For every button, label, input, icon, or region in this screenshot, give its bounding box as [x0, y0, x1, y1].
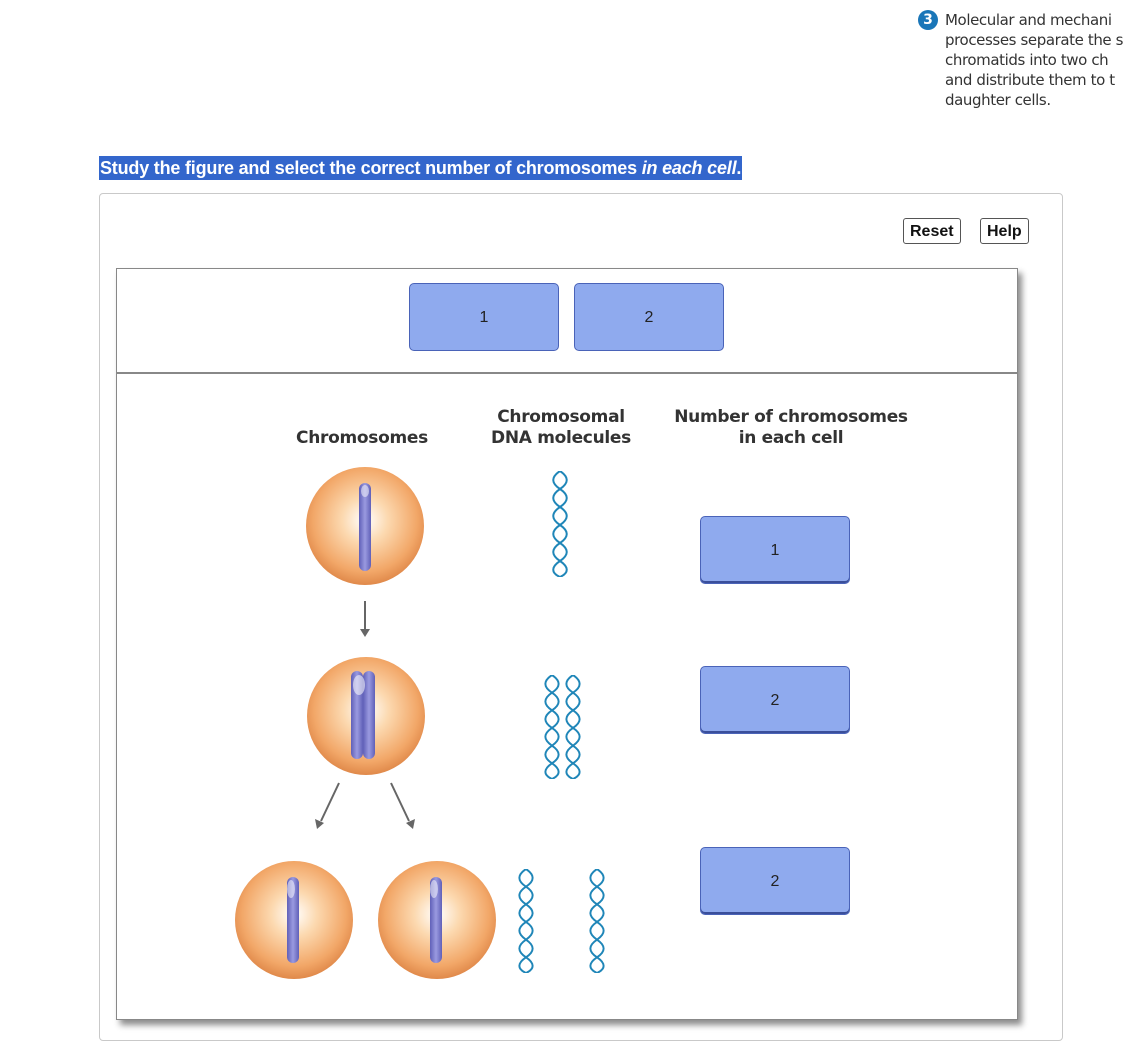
dna-molecule-icon — [544, 675, 560, 779]
question-instruction: Study the figure and select the correct … — [99, 156, 743, 180]
step-line: processes separate the s — [945, 31, 1124, 49]
header-chromosomes: Chromosomes — [296, 428, 428, 448]
chromosome — [430, 877, 442, 963]
daughter-cell-left — [235, 861, 353, 979]
sister-chromatid — [363, 671, 375, 759]
header-dna-line1: Chromosomal — [497, 407, 625, 427]
activity-panel: Reset Help 1 2 Chromosomes Chromosomal D… — [99, 193, 1063, 1041]
header-count-line1: Number of chromosomes — [674, 407, 908, 427]
instruction-end: . — [736, 158, 742, 178]
chromosome — [287, 877, 299, 963]
cell-after-replication — [307, 657, 425, 775]
step-line: and distribute them to t — [945, 71, 1115, 89]
step-line: Molecular and mechani — [945, 11, 1112, 29]
arrow-down-left-icon — [315, 782, 340, 829]
help-button[interactable]: Help — [980, 218, 1029, 244]
drop-target-row-1[interactable]: 1 — [700, 516, 850, 584]
drop-target-row-2[interactable]: 2 — [700, 666, 850, 734]
answer-chip-2[interactable]: 2 — [574, 283, 724, 351]
chromosome — [359, 483, 371, 571]
step-number-badge: 3 — [918, 10, 938, 30]
step-line: daughter cells. — [945, 91, 1051, 109]
header-dna-line2: DNA molecules — [491, 428, 631, 448]
answer-chip-1[interactable]: 1 — [409, 283, 559, 351]
answer-bank: 1 2 — [117, 269, 1017, 374]
dna-molecule-icon — [552, 471, 568, 577]
step-line: chromatids into two ch — [945, 51, 1109, 69]
reset-button[interactable]: Reset — [903, 218, 961, 244]
step-note: 3 Molecular and mechani processes separa… — [918, 10, 1124, 110]
instruction-text: Study the figure and select the correct … — [100, 158, 642, 178]
cell-before-replication — [306, 467, 424, 585]
dna-molecule-icon — [589, 869, 605, 973]
drop-target-row-3[interactable]: 2 — [700, 847, 850, 915]
header-count-line2: in each cell — [738, 428, 844, 448]
arrow-down-icon — [360, 601, 370, 637]
dna-molecule-icon — [518, 869, 534, 973]
arrow-down-right-icon — [390, 782, 415, 829]
instruction-emphasis: in each cell — [641, 158, 737, 178]
step-description: Molecular and mechani processes separate… — [945, 10, 1124, 110]
daughter-cell-right — [378, 861, 496, 979]
labeling-board: 1 2 Chromosomes Chromosomal DNA molecule… — [116, 268, 1018, 1020]
dna-molecule-icon — [565, 675, 581, 779]
